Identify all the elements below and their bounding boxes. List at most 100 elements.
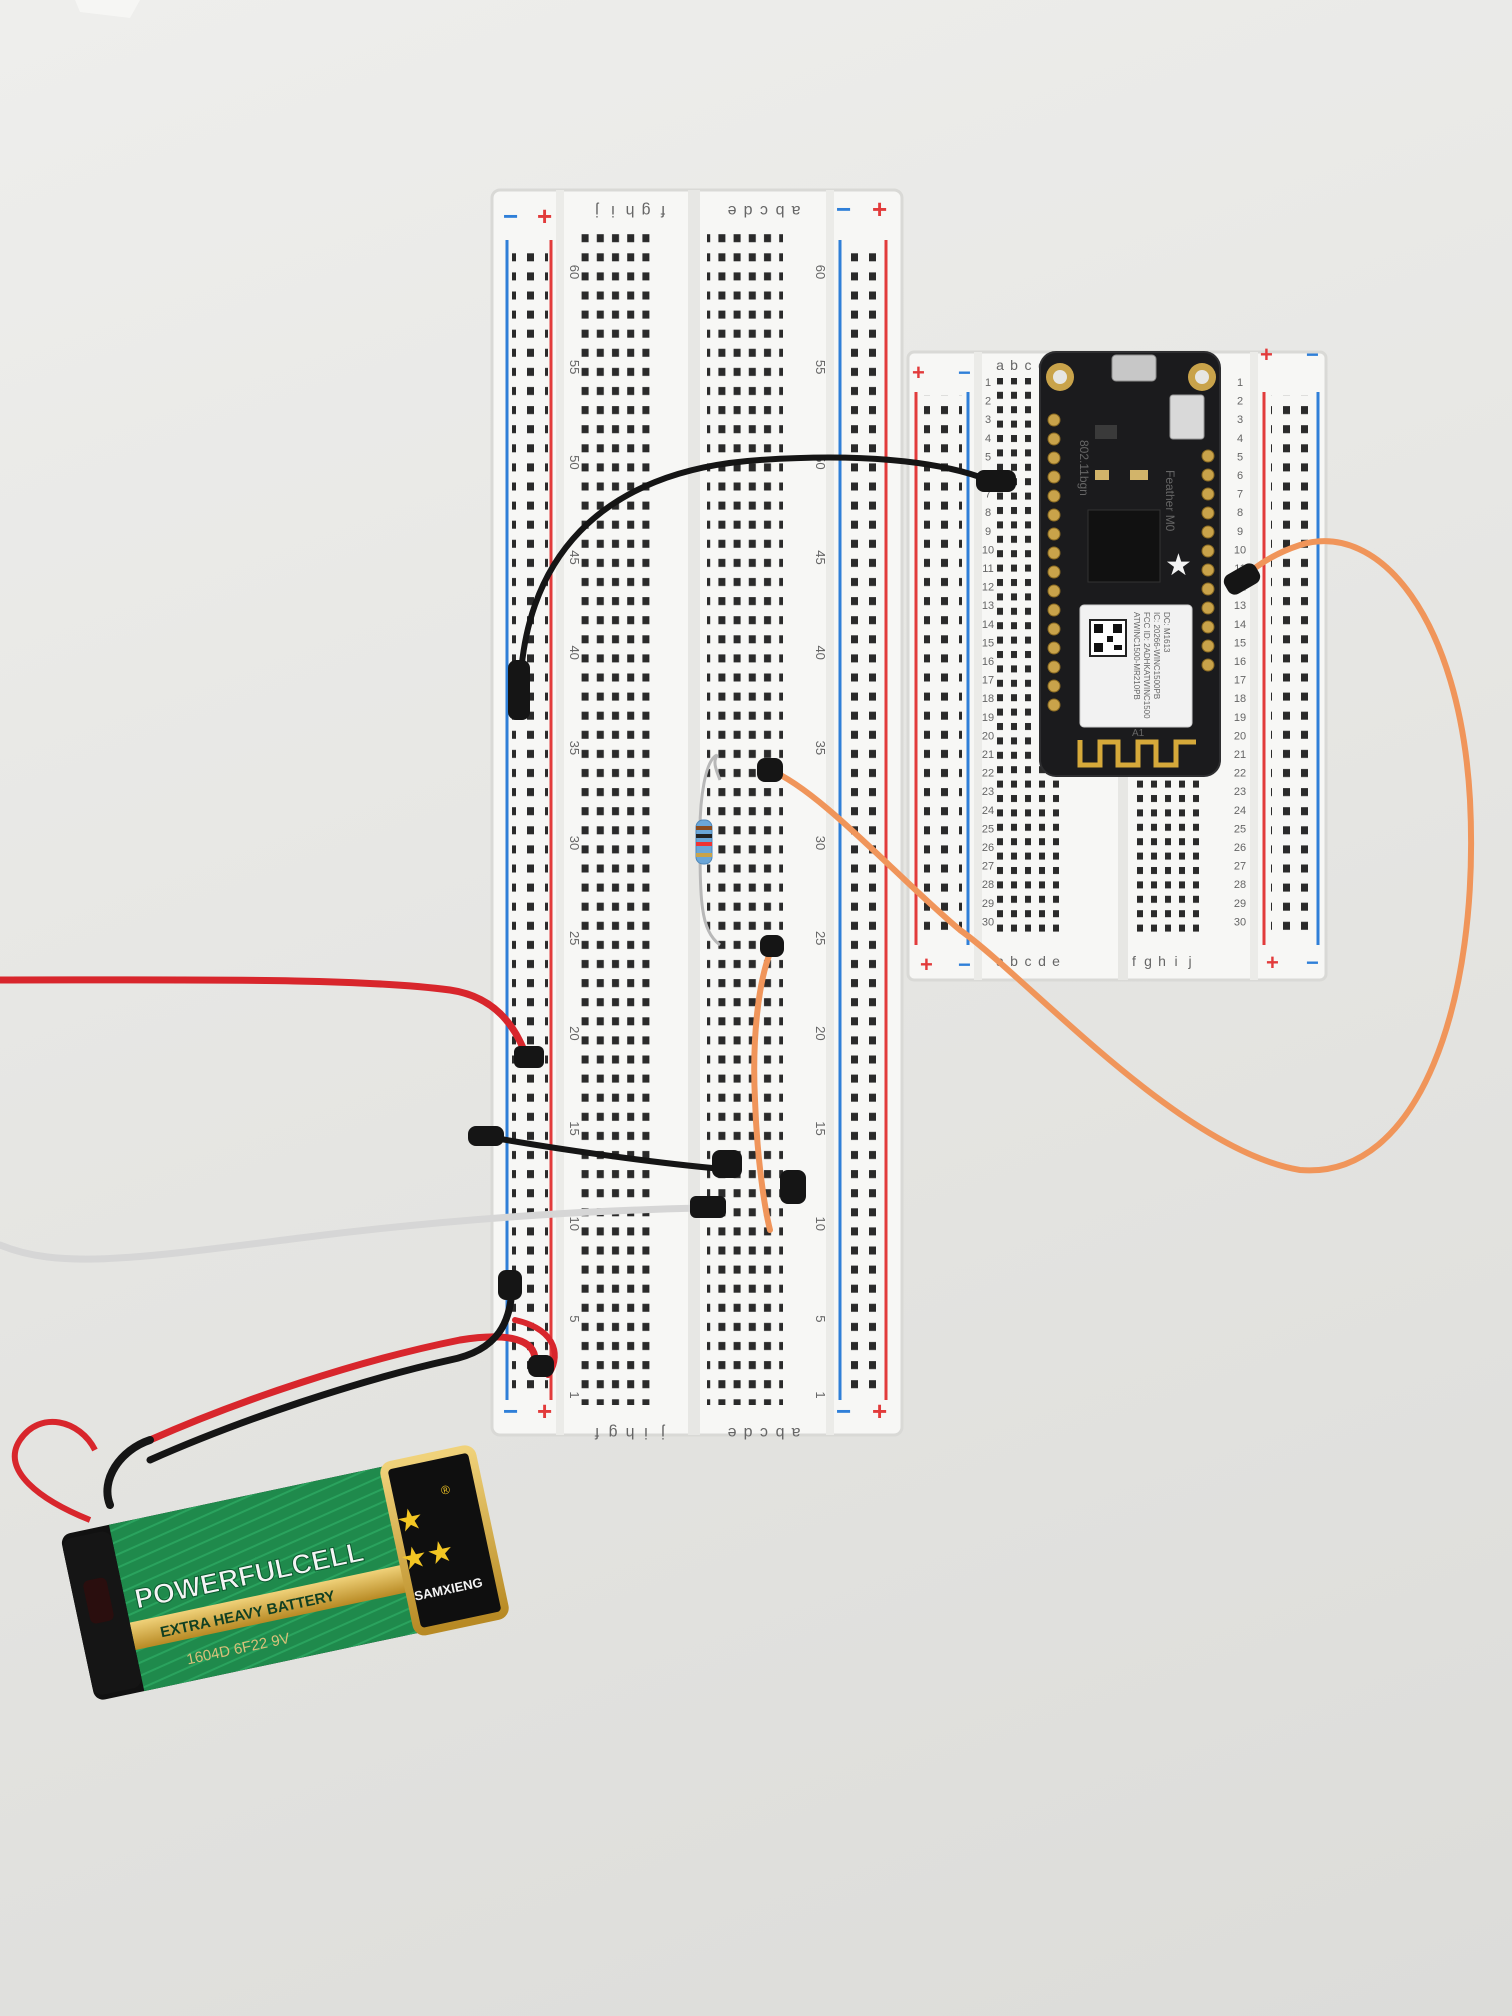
column-letter: d <box>1038 953 1046 969</box>
column-letter: h <box>626 1424 635 1441</box>
row-number: 25 <box>1234 823 1246 835</box>
row-number: 30 <box>982 916 994 928</box>
row-number: 10 <box>1234 544 1246 556</box>
row-number: 40 <box>567 645 582 659</box>
row-number: 20 <box>1234 730 1246 742</box>
rail-minus-sign: − <box>836 194 851 224</box>
jumper-connector <box>780 1170 806 1204</box>
smd-part <box>1095 470 1109 480</box>
row-number: 60 <box>567 265 582 279</box>
small-row-numbers-right: 1234567891011121314151617181920212223242… <box>1234 377 1246 928</box>
rail-plus-sign: + <box>537 1396 552 1426</box>
row-number: 2 <box>1237 396 1243 408</box>
mount-hole-center <box>1195 370 1209 384</box>
row-number: 23 <box>982 786 994 798</box>
jumper-connector <box>712 1150 742 1178</box>
rail-minus-sign: − <box>836 1396 851 1426</box>
row-number: 30 <box>567 836 582 850</box>
battery-gold-band <box>129 1564 410 1650</box>
rail-plus-sign: + <box>1260 342 1273 367</box>
column-letter: i <box>644 1424 648 1441</box>
jumper-connector <box>757 758 783 782</box>
battery-black-wire <box>146 1286 516 1464</box>
row-number: 15 <box>567 1121 582 1135</box>
header-pin <box>1201 601 1215 615</box>
module-text: FCC ID: 2ADHKATWINC1500 <box>1142 612 1151 719</box>
header-pin <box>1047 527 1061 541</box>
column-letter: a <box>791 1424 800 1441</box>
header-pin <box>1047 622 1061 636</box>
row-number: 26 <box>982 842 994 854</box>
header-pin <box>1047 641 1061 655</box>
header-pin <box>1201 620 1215 634</box>
header-pin <box>1047 603 1061 617</box>
rail-plus-sign: + <box>872 194 887 224</box>
row-number: 15 <box>813 1121 828 1135</box>
row-number: 25 <box>813 931 828 945</box>
red-wire <box>0 976 532 1064</box>
row-number: 35 <box>567 741 582 755</box>
feather-right-pins <box>1201 449 1215 672</box>
black-jumper-wire <box>517 454 991 703</box>
header-pin <box>1201 468 1215 482</box>
row-number: 6 <box>1237 470 1243 482</box>
row-number: 20 <box>567 1026 582 1040</box>
header-pin <box>1047 432 1061 446</box>
row-number: 17 <box>1234 675 1246 687</box>
feather-m0-board: ★ 802.11bgn Feather M0 ATWINC1500-MR210P… <box>1039 351 1221 777</box>
feather-name-label: Feather M0 <box>1163 470 1177 532</box>
battery-red-wire <box>146 1333 539 1444</box>
column-letter: a <box>791 202 800 219</box>
row-number: 25 <box>567 931 582 945</box>
column-letter: b <box>775 1424 784 1441</box>
column-letter: e <box>727 1424 736 1441</box>
column-letter: c <box>1025 357 1032 373</box>
white-wire <box>0 1204 704 1263</box>
row-number: 29 <box>1234 898 1246 910</box>
column-letter: d <box>744 1424 753 1441</box>
row-number: 7 <box>1237 489 1243 501</box>
column-letter: g <box>609 1424 618 1441</box>
column-letter: c <box>760 1424 768 1441</box>
column-letter: e <box>727 202 736 219</box>
qr-code <box>1089 619 1127 657</box>
row-number: 9 <box>985 526 991 538</box>
star-icon: ★ <box>394 1502 427 1540</box>
jumper-connector <box>498 1270 522 1300</box>
row-number: 55 <box>567 360 582 374</box>
row-number: 45 <box>567 550 582 564</box>
row-number: 16 <box>1234 656 1246 668</box>
black-jumper-wire <box>475 1132 738 1173</box>
header-pin <box>1201 658 1215 672</box>
row-number: 2 <box>985 396 991 408</box>
row-number: 45 <box>813 550 828 564</box>
header-pin <box>1047 413 1061 427</box>
column-letter: a <box>996 357 1004 373</box>
right-rail-holes <box>845 245 881 1395</box>
row-number: 1 <box>985 377 991 389</box>
header-pin <box>1047 660 1061 674</box>
row-number: 40 <box>813 645 828 659</box>
row-number: 4 <box>985 433 991 445</box>
row-number: 60 <box>813 265 828 279</box>
rail-minus-sign: − <box>958 952 971 977</box>
column-letter: f <box>594 1424 599 1441</box>
header-pin <box>1047 546 1061 560</box>
mcu-chip <box>1087 509 1161 583</box>
header-pin <box>1047 565 1061 579</box>
rail-plus-sign: + <box>872 1396 887 1426</box>
column-letter: b <box>1010 357 1018 373</box>
row-number: 1 <box>813 1391 828 1398</box>
column-letter: j <box>661 1424 666 1441</box>
row-number: 30 <box>1234 916 1246 928</box>
row-number: 21 <box>982 749 994 761</box>
registered-mark: ® <box>440 1482 452 1498</box>
column-letter: h <box>1158 953 1166 969</box>
rail-plus-sign: + <box>920 952 933 977</box>
rail-minus-sign: − <box>958 360 971 385</box>
row-number: 22 <box>982 768 994 780</box>
jst-connector <box>1169 394 1205 440</box>
row-number: 4 <box>1237 433 1243 445</box>
column-letter: h <box>626 202 635 219</box>
